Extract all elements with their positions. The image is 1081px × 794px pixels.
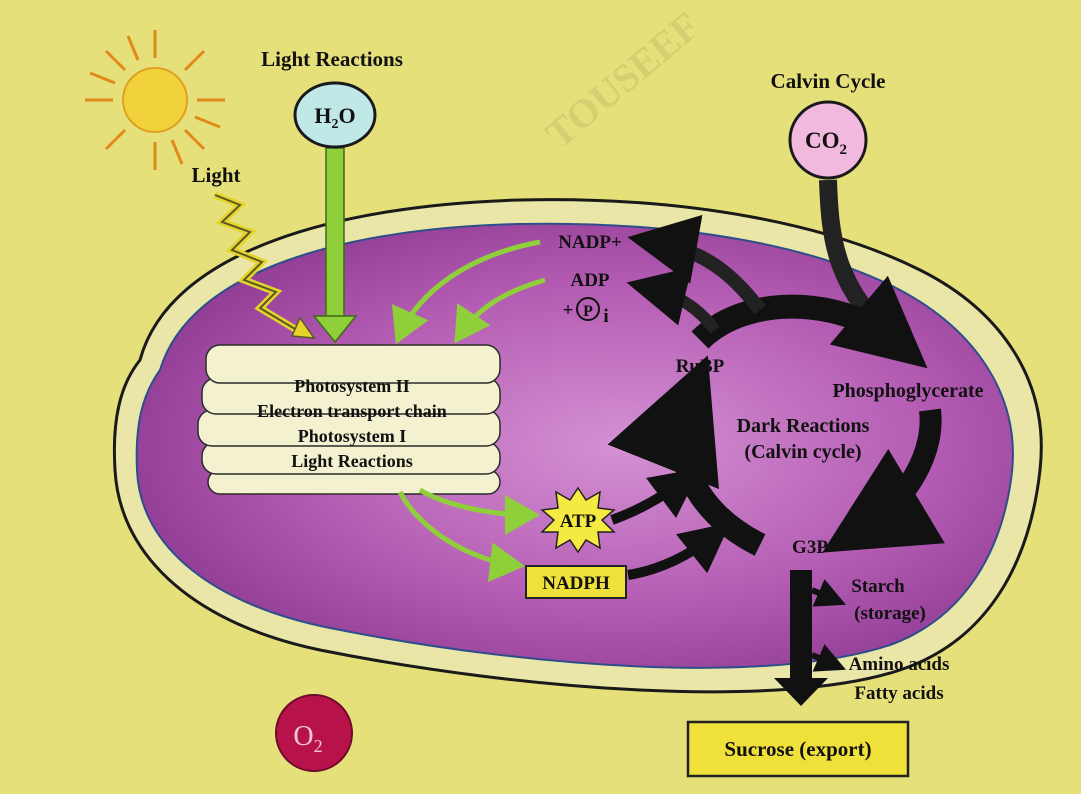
adp-label: ADP bbox=[570, 270, 609, 291]
rubp-label: RuBP bbox=[676, 356, 725, 377]
thylakoid-line-3: Photosystem I bbox=[298, 426, 407, 446]
sucrose-export-label: Sucrose (export) bbox=[724, 737, 871, 761]
svg-text:P: P bbox=[583, 303, 593, 320]
watermark: TOUSEEF bbox=[537, 3, 708, 157]
calvin-cycle-sub-label: (Calvin cycle) bbox=[744, 441, 861, 463]
sucrose-export-box: Sucrose (export) bbox=[688, 722, 908, 776]
light-label: Light bbox=[191, 163, 240, 187]
calvin-cycle-title: Calvin Cycle bbox=[771, 69, 886, 93]
storage-label: (storage) bbox=[854, 603, 926, 624]
thylakoid-line-2: Electron transport chain bbox=[257, 401, 447, 421]
thylakoid-stack: Photosystem II Electron transport chain … bbox=[198, 345, 500, 494]
svg-text:+: + bbox=[563, 300, 574, 321]
dark-reactions-label: Dark Reactions bbox=[737, 415, 870, 437]
nadph-box: NADPH bbox=[526, 566, 626, 598]
nadph-label: NADPH bbox=[542, 573, 610, 594]
svg-text:i: i bbox=[603, 306, 608, 327]
o2-node: O2 bbox=[276, 695, 352, 771]
sun-icon bbox=[85, 30, 225, 170]
light-reactions-title: Light Reactions bbox=[261, 47, 403, 71]
atp-label: ATP bbox=[560, 511, 597, 532]
amino-acids-label: Amino acids bbox=[849, 654, 950, 675]
nadp-plus-label: NADP+ bbox=[558, 232, 622, 253]
co2-node: CO2 bbox=[790, 102, 866, 178]
thylakoid-line-1: Photosystem II bbox=[294, 376, 410, 396]
thylakoid-line-4: Light Reactions bbox=[291, 451, 413, 471]
h2o-node: H2O bbox=[295, 83, 375, 147]
phosphoglycerate-label: Phosphoglycerate bbox=[832, 380, 983, 402]
fatty-acids-label: Fatty acids bbox=[854, 683, 943, 704]
starch-label: Starch bbox=[851, 576, 905, 597]
g3p-label: G3P bbox=[792, 537, 828, 558]
